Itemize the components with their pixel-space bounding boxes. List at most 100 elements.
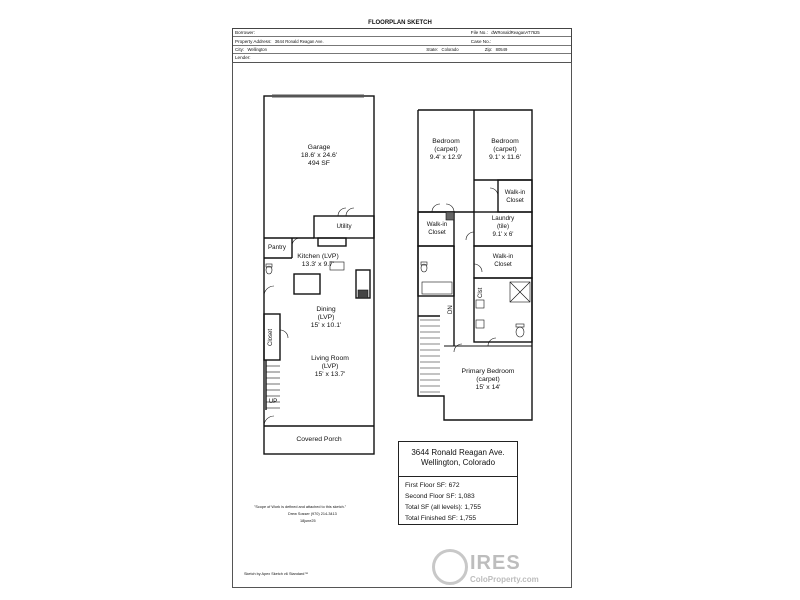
first-floor-sf: First Floor SF: 672 — [405, 482, 460, 489]
lender-cell: Lender: — [233, 55, 571, 60]
city-cell: City: Wellington — [233, 47, 424, 52]
laundry-dims: 9.1' x 6' — [492, 231, 514, 239]
vanity-2 — [475, 299, 485, 309]
garage-label: Garage 18.6' x 24.6' 494 SF — [301, 144, 337, 169]
second-floor-outline — [417, 109, 533, 421]
summary-address-line2: Wellington, Colorado — [420, 458, 496, 467]
summary-address: 3644 Ronald Reagan Ave. Wellington, Colo… — [399, 442, 517, 477]
kitchen-name: Kitchen (LVP) — [297, 253, 339, 260]
address-row: Property Address: 3644 Ronald Reagan Ave… — [233, 37, 571, 46]
sketch-sheet: FLOORPLAN SKETCH — [228, 14, 572, 586]
author-phone: (970) 214-3413 — [310, 512, 337, 516]
city-value: Wellington — [247, 46, 267, 52]
state-cell: State: Colorado — [424, 47, 482, 52]
range — [357, 289, 369, 299]
primary-bath — [473, 277, 533, 343]
watermark-site: ColoProperty.com — [470, 575, 539, 584]
lender-label: Lender: — [235, 55, 251, 61]
pantry-label: Pantry — [268, 244, 286, 251]
living-dims: 15' x 13.7' — [314, 371, 346, 379]
summary-box: 3644 Ronald Reagan Ave. Wellington, Colo… — [398, 441, 518, 525]
closet-label: Closet — [268, 328, 274, 346]
garage-name: Garage — [307, 144, 331, 151]
walkin-closet-b-line1: Walk-in — [504, 189, 526, 196]
living-name: Living Room — [311, 355, 349, 362]
ires-logo-icon — [432, 549, 468, 585]
second-floor-sf: Second Floor SF: 1,083 — [405, 493, 475, 500]
living-floor: (LVP) — [321, 363, 339, 371]
first-floor-stairs — [266, 365, 280, 409]
dining-floor: (LVP) — [317, 314, 335, 322]
up-label: UP — [268, 398, 278, 405]
watermark-brand: IRES — [470, 552, 521, 574]
total-finished-sf: Total Finished SF: 1,755 — [405, 515, 477, 522]
utility-label: Utility — [336, 223, 352, 230]
laundry-label: Laundry (tile) 9.1' x 6' — [492, 215, 514, 240]
first-floor-closet — [263, 313, 281, 361]
dn-label: DN — [448, 305, 454, 314]
tub — [421, 281, 453, 295]
kitchen-counter-top — [317, 237, 347, 247]
garage-dims: 18.6' x 24.6' — [300, 152, 338, 160]
walkin-closet-a-line2: Closet — [428, 229, 446, 237]
laundry-name: Laundry — [491, 215, 515, 222]
city-row: City: Wellington State: Colorado Zip: 80… — [233, 46, 571, 55]
case-label: Case No.: — [470, 38, 492, 44]
dining-dims: 15' x 10.1' — [310, 322, 342, 330]
primary-name: Primary Bedroom — [461, 368, 515, 375]
shower — [509, 281, 531, 303]
bath-left — [417, 245, 455, 297]
walkin-closet-b-line2: Closet — [506, 197, 524, 205]
walkin-closet-c-line1: Walk-in — [492, 253, 514, 260]
primary-bedroom-label: Primary Bedroom (carpet) 15' x 14' — [462, 368, 515, 393]
scope-note: "Scope of Work is defined and attached t… — [254, 505, 347, 509]
summary-stats: First Floor SF: 672 Second Floor SF: 1,0… — [399, 477, 517, 524]
bedroom1-dims: 9.4' x 12.9' — [429, 154, 463, 162]
walkin-closet-a-label: Walk-in Closet — [427, 221, 447, 237]
fixtures — [265, 211, 531, 338]
summary-address-line1: 3644 Ronald Reagan Ave. — [411, 448, 505, 457]
kitchen-island — [293, 273, 321, 295]
living-label: Living Room (LVP) 15' x 13.7' — [311, 355, 349, 380]
second-floor-stairs — [420, 319, 440, 393]
borrower-label: Borrower: — [235, 30, 255, 36]
toilet-primary — [515, 326, 525, 338]
bedroom2-floor: (carpet) — [493, 146, 517, 154]
primary-dims: 15' x 14' — [475, 384, 501, 392]
dining-name: Dining — [316, 306, 336, 313]
toilet-first-floor — [265, 265, 273, 275]
author-note: Drew Sosser (970) 214-3413 — [288, 512, 337, 516]
total-sf: Total SF (all levels): 1,755 — [405, 504, 481, 511]
borrower-cell: Borrower: — [233, 30, 469, 35]
zip-value: 80549 — [495, 46, 508, 52]
walkin-closet-b-label: Walk-in Closet — [505, 189, 525, 205]
laundry-floor: (tile) — [496, 223, 510, 231]
zip-label: Zip: — [484, 46, 493, 52]
state-value: Colorado — [441, 46, 459, 52]
bedroom2-dims: 9.1' x 11.6' — [489, 154, 521, 162]
closet-shelf — [445, 211, 455, 221]
state-label: State: — [426, 46, 439, 52]
author-name: Drew Sosser — [288, 512, 310, 516]
walkin-closet-c-label: Walk-in Closet — [493, 253, 513, 269]
primary-floor: (carpet) — [476, 376, 500, 384]
sketch-frame — [232, 62, 572, 588]
bedroom1-name: Bedroom — [432, 138, 460, 145]
vanity-1 — [475, 319, 485, 329]
bedroom2-name: Bedroom — [491, 138, 519, 145]
dining-label: Dining (LVP) 15' x 10.1' — [311, 306, 342, 331]
address-label: Property Address: — [235, 38, 272, 44]
door-swings — [263, 187, 499, 427]
toilet-second-floor — [420, 263, 428, 273]
address-value: 3644 Ronald Reagan Ave. — [274, 38, 324, 44]
borrower-row: Borrower: File No.: dWRonaldReaganAT7625 — [233, 29, 571, 38]
software-note: Sketch by Apex Sketch v6 Standard™ — [244, 572, 309, 576]
sheet-title: FLOORPLAN SKETCH — [368, 20, 432, 26]
garage-area: 494 SF — [308, 160, 330, 168]
zip-cell: Zip: 80549 — [483, 47, 571, 52]
walkin-closet-a-line1: Walk-in — [426, 221, 448, 228]
bedroom1-label: Bedroom (carpet) 9.4' x 12.9' — [430, 138, 462, 163]
kitchen-label: Kitchen (LVP) 13.3' x 9.7' — [297, 253, 338, 269]
kitchen-sink — [329, 261, 345, 271]
